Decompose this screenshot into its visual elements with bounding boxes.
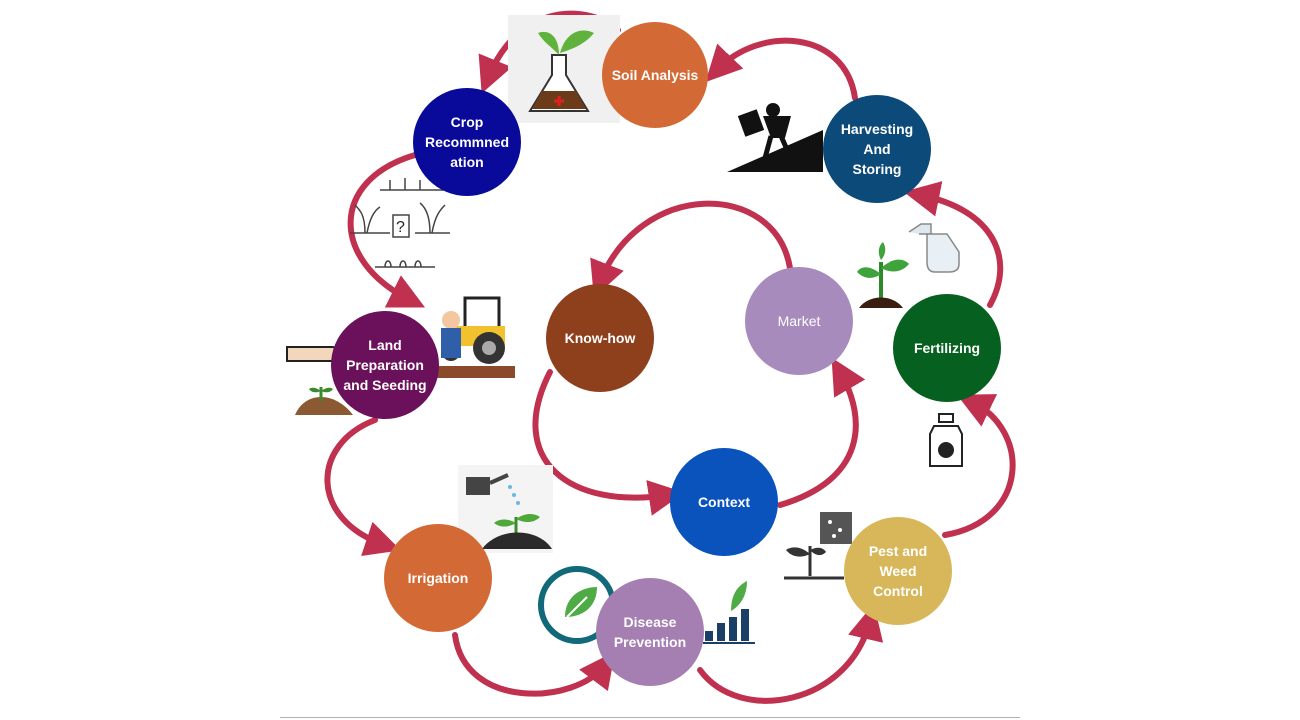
arrow-context-to-market bbox=[777, 357, 866, 508]
node-know-how-label: Know-how bbox=[564, 330, 636, 346]
node-fertilizing-label: Fertilizing bbox=[913, 340, 981, 356]
node-market: Market bbox=[745, 267, 853, 375]
node-crop-recommendation-label: Crop Recommned ation bbox=[424, 114, 510, 170]
node-context-label: Context bbox=[697, 494, 751, 510]
node-disease-prevention-label: Disease Prevention bbox=[613, 614, 687, 650]
pesticide-bottle-icon bbox=[929, 413, 963, 467]
arrow-market-to-knowhow bbox=[590, 200, 793, 298]
node-fertilizing: Fertilizing bbox=[893, 294, 1001, 402]
tractor-farmer-icon bbox=[425, 296, 515, 378]
node-pest-weed-control: Pest and Weed Control bbox=[844, 517, 952, 625]
node-harvesting-storing-label: Harvesting And Storing bbox=[840, 121, 914, 177]
arrow-disease-to-pest bbox=[697, 603, 884, 704]
arrow-fert-to-harvest bbox=[903, 181, 1004, 308]
node-know-how: Know-how bbox=[546, 284, 654, 392]
harvest-farmer-icon bbox=[727, 103, 823, 172]
arrow-knowhow-to-context bbox=[532, 369, 685, 516]
node-land-preparation-label: Land Preparation and Seeding bbox=[343, 337, 427, 393]
node-irrigation: Irrigation bbox=[384, 524, 492, 632]
arrow-harvest-to-soil bbox=[705, 37, 858, 101]
arrow-crop-to-land bbox=[347, 152, 426, 308]
pest-plant-icon bbox=[784, 512, 852, 580]
arrow-irrigation-to-disease bbox=[452, 632, 616, 697]
node-soil-analysis: Soil Analysis bbox=[602, 22, 708, 128]
node-disease-prevention: Disease Prevention bbox=[596, 578, 704, 686]
node-crop-recommendation: Crop Recommned ation bbox=[413, 88, 521, 196]
node-soil-analysis-label: Soil Analysis bbox=[611, 67, 699, 83]
node-harvesting-storing: Harvesting And Storing bbox=[823, 95, 931, 203]
svg-text:?: ? bbox=[396, 219, 405, 236]
bottom-divider bbox=[280, 717, 1020, 718]
spray-bottle-icon bbox=[857, 223, 960, 308]
arrow-land-to-irrigation bbox=[324, 417, 401, 556]
soil-flask-icon bbox=[508, 15, 620, 123]
arrow-pest-to-fert bbox=[942, 394, 1016, 538]
crop-seedlings-icon: ? bbox=[350, 178, 450, 268]
node-pest-weed-control-label: Pest and Weed Control bbox=[868, 543, 928, 599]
node-market-label: Market bbox=[777, 313, 821, 329]
node-context: Context bbox=[670, 448, 778, 556]
node-irrigation-label: Irrigation bbox=[407, 570, 469, 586]
leaf-growth-chart-icon bbox=[538, 566, 755, 644]
node-land-preparation: Land Preparation and Seeding bbox=[331, 311, 439, 419]
